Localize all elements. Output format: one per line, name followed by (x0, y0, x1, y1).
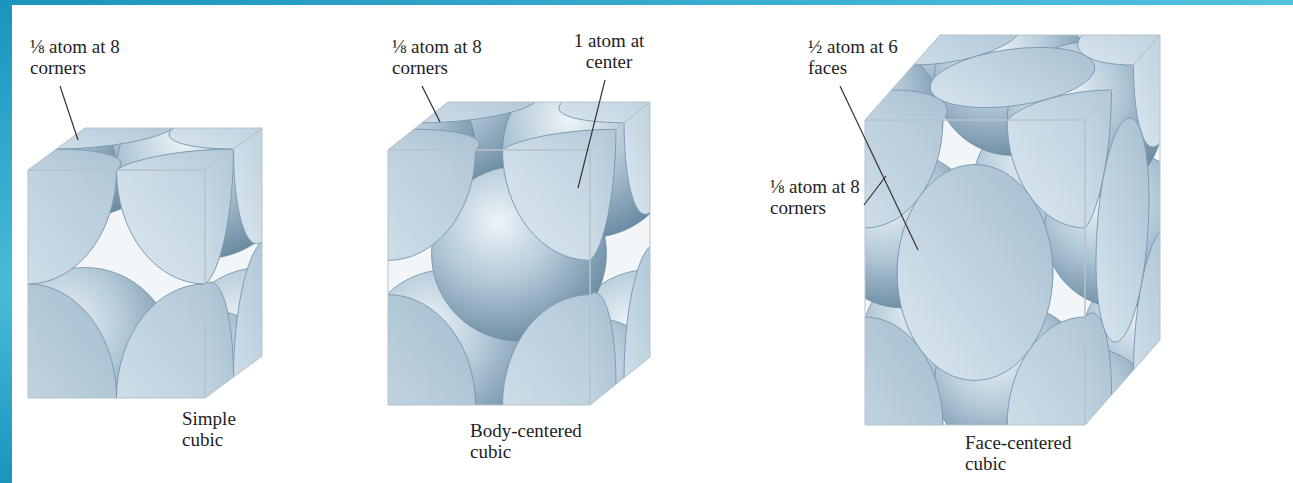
top-band (0, 0, 1293, 5)
callout-label: Simple cubic (182, 408, 257, 450)
leader-line (60, 86, 78, 140)
leader-line (864, 176, 886, 205)
cell-edges (388, 102, 650, 405)
atom-section (908, 47, 1117, 107)
atom-section (503, 295, 590, 405)
unit-cell (275, 0, 764, 483)
callout-label: ⅛ atom at 8 corners (392, 36, 482, 78)
atom-section (234, 128, 263, 263)
callout-label: ⅛ atom at 8 corners (30, 36, 120, 78)
cell-edges (28, 128, 262, 398)
atom-section (28, 284, 117, 398)
atom-section (388, 129, 501, 150)
unit-cell (0, 0, 379, 483)
atom-section (388, 150, 475, 260)
atom-section (1096, 92, 1149, 368)
atom-section (624, 226, 650, 405)
atom-section (205, 128, 234, 305)
atom-section (388, 295, 475, 405)
atom-section (234, 221, 263, 398)
atom-section (28, 170, 117, 284)
callout-label: ½ atom at 6 faces (808, 36, 898, 78)
cell-edges (865, 35, 1160, 425)
callout-label: ⅛ atom at 8 corners (770, 176, 860, 218)
atom-section (205, 263, 234, 398)
atom-section (117, 284, 206, 398)
callout-label: 1 atom at center (568, 30, 650, 72)
atom-section (388, 102, 561, 123)
unit-cell (761, 0, 1265, 483)
atom-section (117, 170, 206, 284)
callout-label: Body-centered cubic (470, 420, 595, 462)
atom-section (590, 102, 616, 281)
side-band (0, 0, 12, 483)
leader-line (422, 86, 440, 122)
leader-line (578, 80, 605, 188)
atom-section (503, 150, 590, 260)
atom-section (590, 274, 616, 405)
atom-section (897, 165, 1053, 381)
leader-line (840, 86, 918, 250)
callout-label: Face-centered cubic (965, 432, 1090, 474)
atom-section (624, 102, 650, 233)
